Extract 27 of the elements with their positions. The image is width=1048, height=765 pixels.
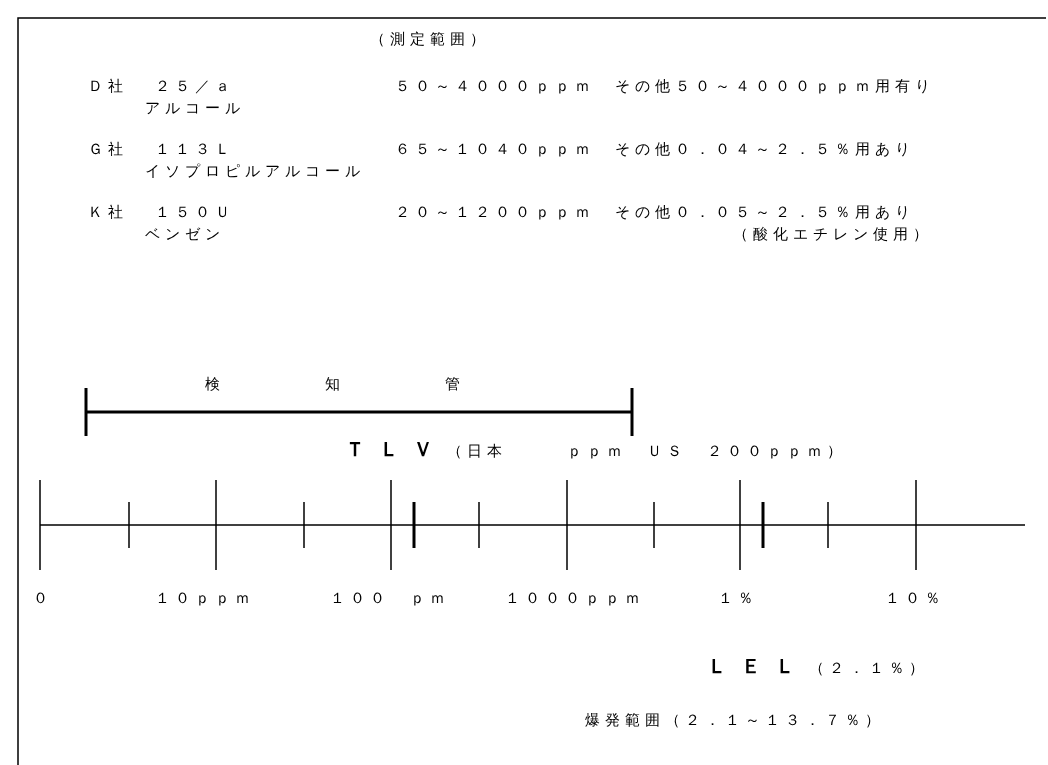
- gas-name: イソプロピルアルコール: [145, 162, 365, 180]
- note-text: （酸化エチレン使用）: [733, 225, 933, 243]
- tube-model: １５０Ｕ: [155, 203, 235, 221]
- tick-label: １％: [718, 589, 758, 607]
- gas-name: アルコール: [145, 99, 245, 117]
- measuring-range: ６５～１０４０ｐｐｍ: [395, 140, 595, 158]
- tick-label: １００ ｐｍ: [330, 589, 450, 607]
- tick-label: １０ｐｐｍ: [155, 589, 255, 607]
- gas-name: ベンゼン: [145, 225, 225, 243]
- company-label: Ｋ社: [88, 203, 128, 221]
- tick-label: １０％: [885, 589, 945, 607]
- range-label: 爆発範囲（２．１～１３．７％）: [585, 711, 885, 729]
- column-heading: （測定範囲）: [370, 30, 490, 48]
- tick-label: ０: [33, 589, 53, 607]
- tube-model: １１３Ｌ: [155, 140, 235, 158]
- company-label: Ｇ社: [88, 140, 128, 158]
- tube-model: ２５／ａ: [155, 77, 235, 95]
- bracket-label: 検 知 管: [205, 375, 465, 393]
- measuring-range: ２０～１２００ｐｐｍ: [395, 203, 595, 221]
- threshold-label: ＬＥＬ（２．１％）: [707, 657, 929, 677]
- note-text: その他０．０５～２．５％用あり: [615, 203, 915, 221]
- note-text: その他５０～４０００ｐｐｍ用有り: [615, 77, 935, 95]
- measuring-range: ５０～４０００ｐｐｍ: [395, 77, 595, 95]
- threshold-label: ＴＬＶ（日本 ｐｐｍ ＵＳ ２００ｐｐｍ）: [345, 440, 847, 460]
- note-text: その他０．０４～２．５％用あり: [615, 140, 915, 158]
- company-label: Ｄ社: [88, 77, 128, 95]
- tick-label: １０００ｐｐｍ: [505, 589, 645, 607]
